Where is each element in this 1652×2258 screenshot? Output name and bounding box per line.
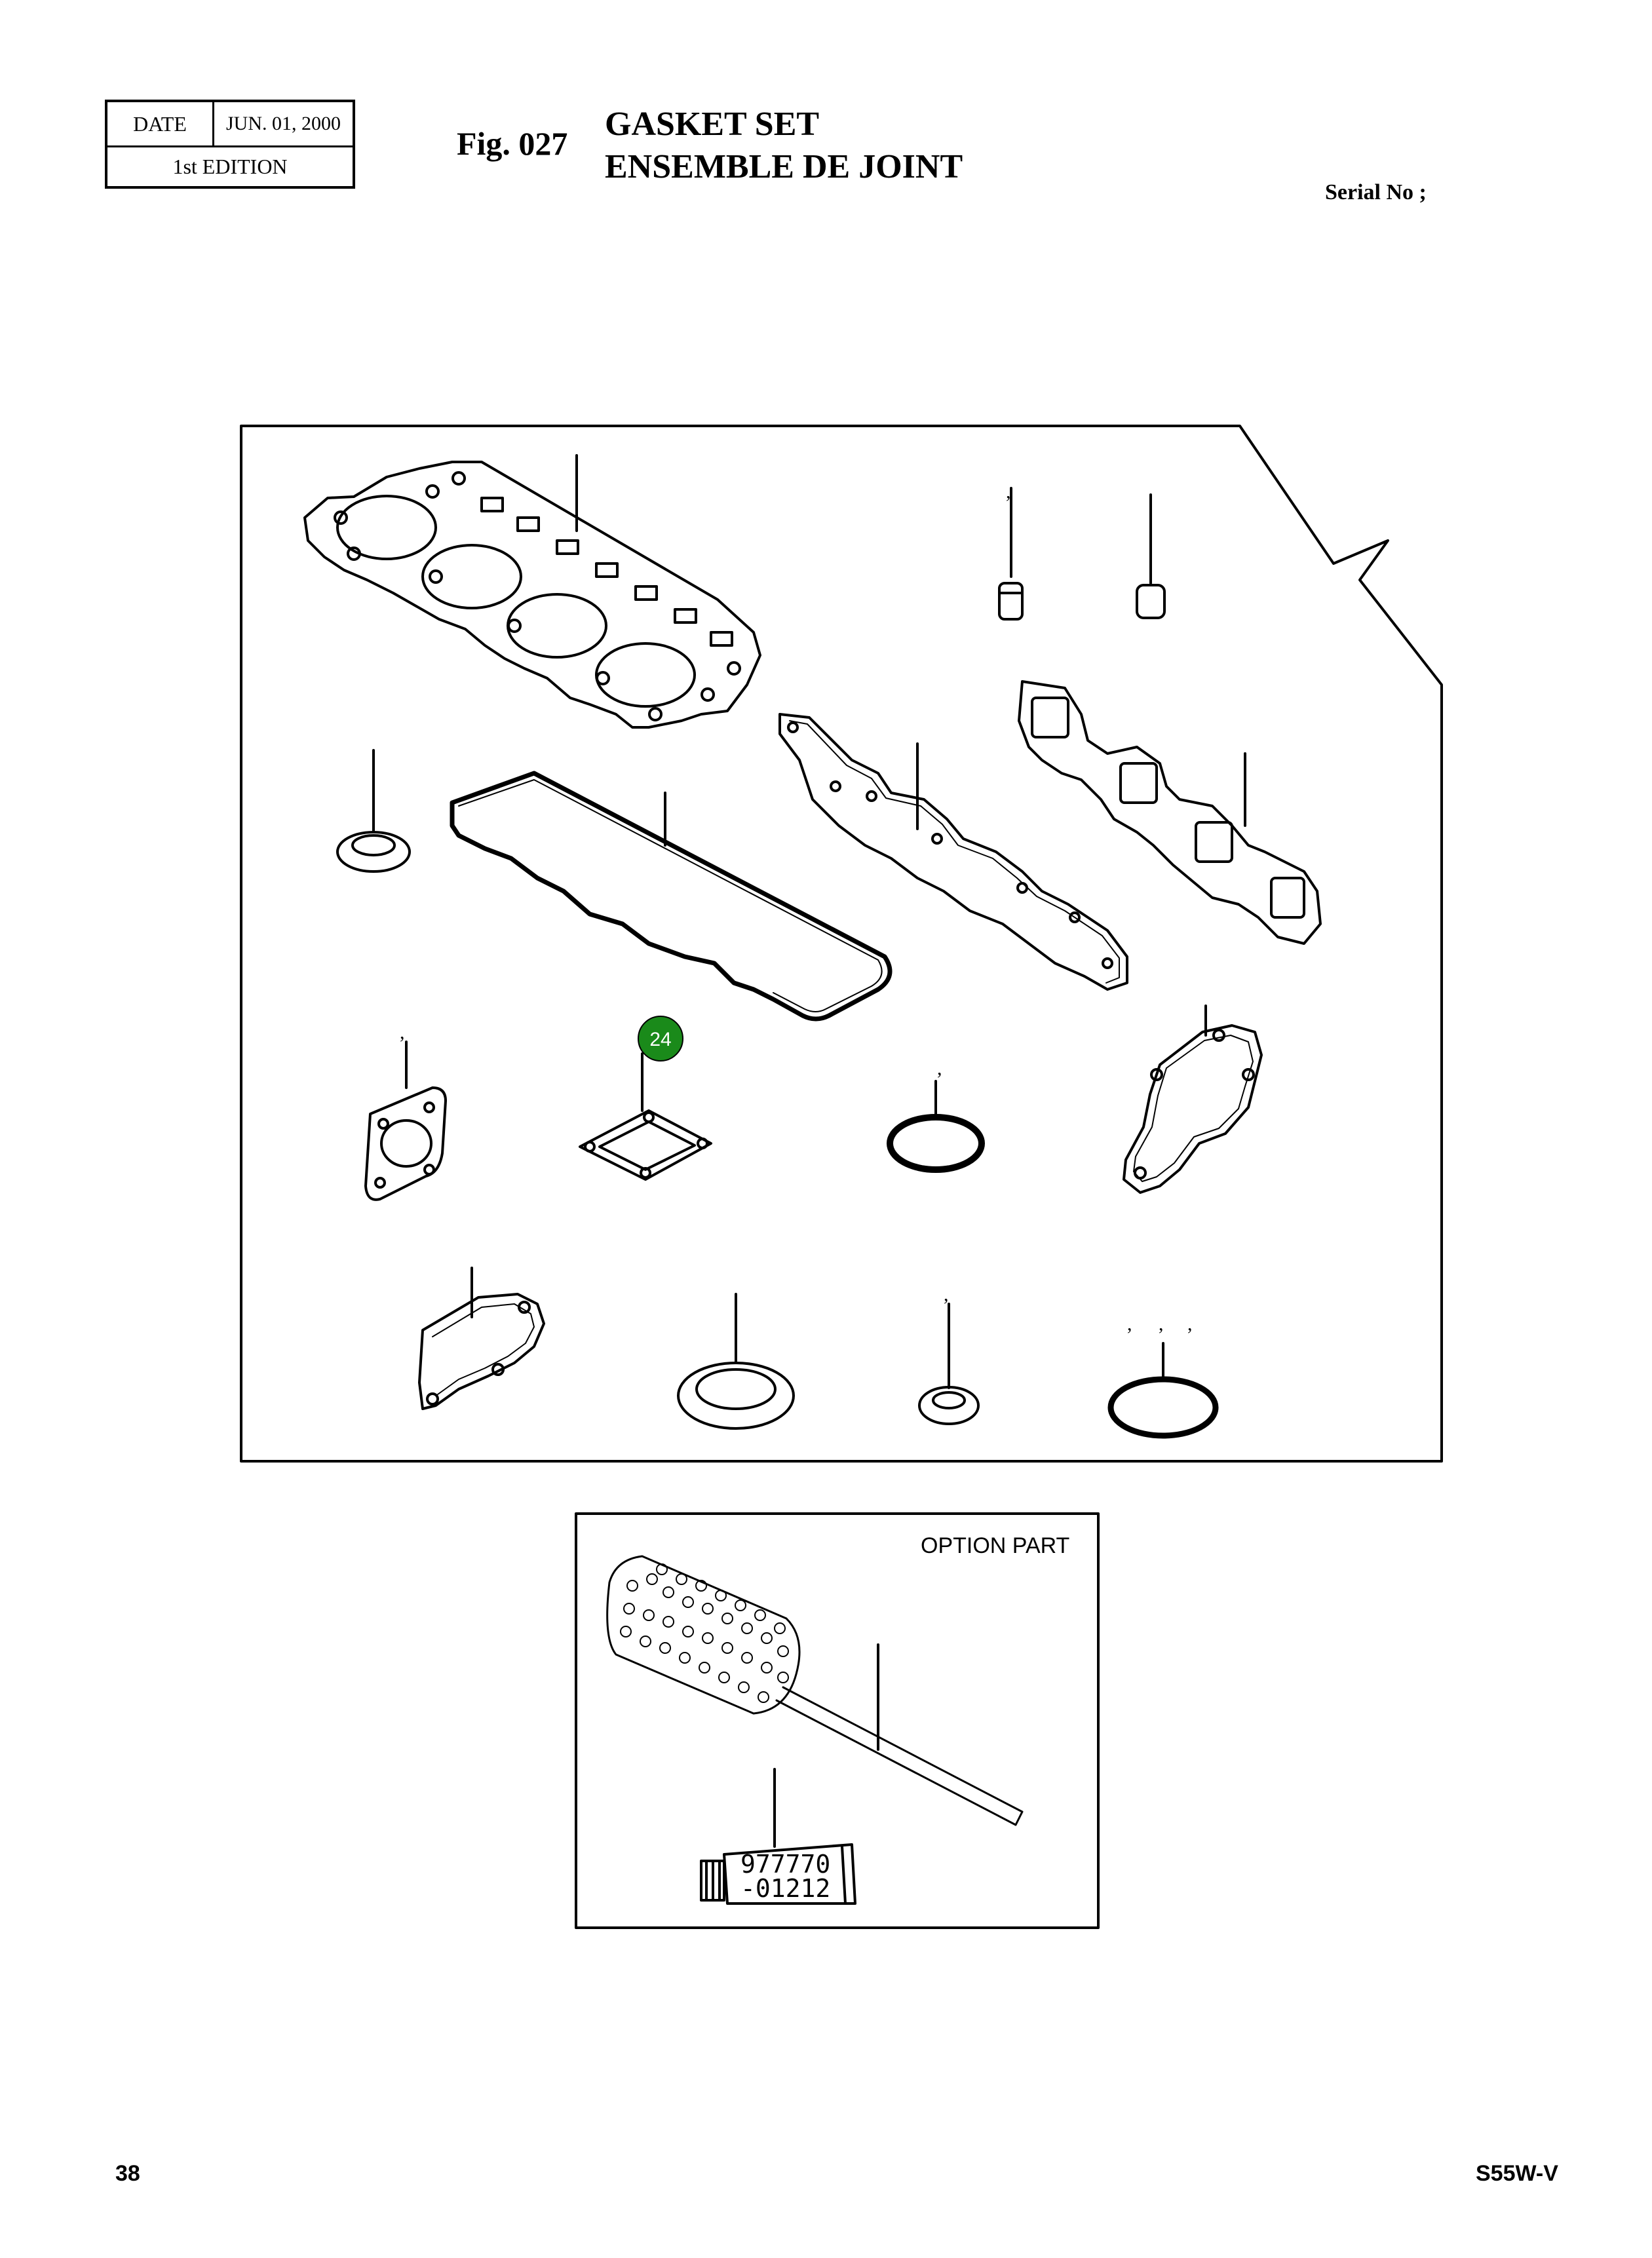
mark-comma: ,: [1187, 1313, 1193, 1335]
mark-comma: ,: [1159, 1313, 1164, 1335]
page-number: 38: [115, 2161, 140, 2186]
flat-washer-large: [677, 1293, 795, 1430]
water-pump-gasket: [1123, 1005, 1263, 1194]
edition-label: 1st EDITION: [172, 155, 288, 178]
valve-stem-seals: [998, 487, 1166, 621]
mark-comma: ,: [400, 1022, 405, 1043]
head-cover-gasket: [450, 771, 893, 1022]
sealant-tube: [700, 1768, 856, 1905]
date-edition-box: DATE JUN. 01, 2000 1st EDITION: [105, 100, 355, 189]
option-part-label: OPTION PART: [921, 1533, 1069, 1558]
date-value: JUN. 01, 2000: [225, 113, 341, 134]
callout-24[interactable]: 24: [638, 1016, 683, 1062]
o-ring-small: [1107, 1342, 1219, 1439]
exhaust-manifold-gasket: [1018, 680, 1322, 945]
figure-number: Fig. 027: [457, 125, 568, 162]
title-french: ENSEMBLE DE JOINT: [605, 148, 963, 185]
mark-comma: ,: [1006, 481, 1011, 503]
intake-manifold-gasket: [778, 713, 1128, 991]
thermostat-gasket: [418, 1267, 545, 1410]
date-row: DATE JUN. 01, 2000: [107, 102, 353, 147]
tube-code-line2: -01212: [740, 1874, 830, 1903]
gasket-item-24: [579, 1052, 712, 1181]
serial-number-label: Serial No ;: [1325, 180, 1427, 204]
mark-comma: ,: [944, 1284, 949, 1305]
callout-24-number[interactable]: 24: [649, 1029, 671, 1050]
flange-gasket-left: [364, 1041, 447, 1201]
o-ring-large: [887, 1080, 985, 1173]
date-label: DATE: [107, 102, 214, 145]
oil-seal-left: [336, 749, 411, 873]
main-frame: [240, 425, 1443, 1463]
cylinder-head-gasket: [303, 454, 761, 729]
mark-comma: ,: [1127, 1313, 1132, 1335]
callout-24-circle[interactable]: [638, 1016, 683, 1062]
title-english: GASKET SET: [605, 105, 820, 143]
cylinder-hone-brush: [606, 1555, 1024, 1826]
model-code: S55W-V: [1476, 2161, 1558, 2186]
mark-comma: ,: [937, 1058, 942, 1079]
flat-washer-small: [918, 1303, 980, 1425]
option-part-frame: [575, 1512, 1100, 1929]
tube-code-line1: 977770: [740, 1850, 830, 1879]
